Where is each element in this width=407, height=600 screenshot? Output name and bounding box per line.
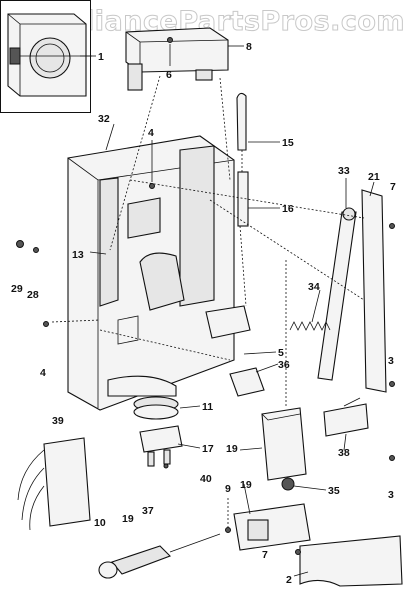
callout-19-coil: 19 [226,443,238,455]
callout-5: 5 [278,347,284,359]
callout-labels: 1 2 3 3 4 4 5 6 7 7 8 9 10 11 13 15 16 1… [11,41,396,586]
assembly-lines [51,75,365,528]
part-11-roller [133,396,179,420]
part-34-spring [289,321,331,331]
part-39-connector [17,437,91,531]
callout-33: 33 [338,165,350,177]
callout-40: 40 [200,473,212,485]
part-19-coil-bracket [233,503,311,551]
callout-39: 39 [52,415,64,427]
part-32-main-housing [67,135,251,411]
callout-1: 1 [98,51,104,63]
callout-13: 13 [72,249,84,261]
part-38-micro-switch [323,397,369,437]
appliance-inset [0,0,92,113]
callout-15: 15 [282,137,294,149]
part-21-side-bracket [361,189,387,393]
callout-6: 6 [166,69,172,81]
callout-32: 32 [98,113,110,125]
callout-8: 8 [246,41,252,53]
screws [16,37,395,555]
callout-4-bottom: 4 [40,367,46,379]
callout-37: 37 [142,505,154,517]
part-2-panel [299,535,403,587]
part-19-solenoid [261,407,307,491]
part-37-plunger [98,533,221,579]
callout-29: 29 [11,283,23,295]
callout-19-plunger: 19 [122,513,134,525]
leader-lines [80,44,375,577]
callout-7-top: 7 [390,181,396,193]
part-8-switch-housing [125,27,229,91]
callout-9: 9 [225,483,231,495]
callout-17: 17 [202,443,214,455]
callout-4-top: 4 [148,127,154,139]
callout-19-bracket: 19 [240,479,252,491]
part-36-clip [229,367,265,397]
part-15-16-rod [236,92,249,227]
callout-2: 2 [286,574,292,586]
callout-10: 10 [94,517,106,529]
callout-21: 21 [368,171,380,183]
callout-3-top: 3 [388,355,394,367]
callout-3-bottom: 3 [388,489,394,501]
callout-34: 34 [308,281,320,293]
callout-7-bottom: 7 [262,549,268,561]
callout-28: 28 [27,289,39,301]
part-17-terminal [139,425,183,467]
callout-35: 35 [328,485,340,497]
callout-36: 36 [278,359,290,371]
callout-38: 38 [338,447,350,459]
callout-16: 16 [282,203,294,215]
part-33-lever [317,207,357,381]
callout-11: 11 [202,401,213,413]
